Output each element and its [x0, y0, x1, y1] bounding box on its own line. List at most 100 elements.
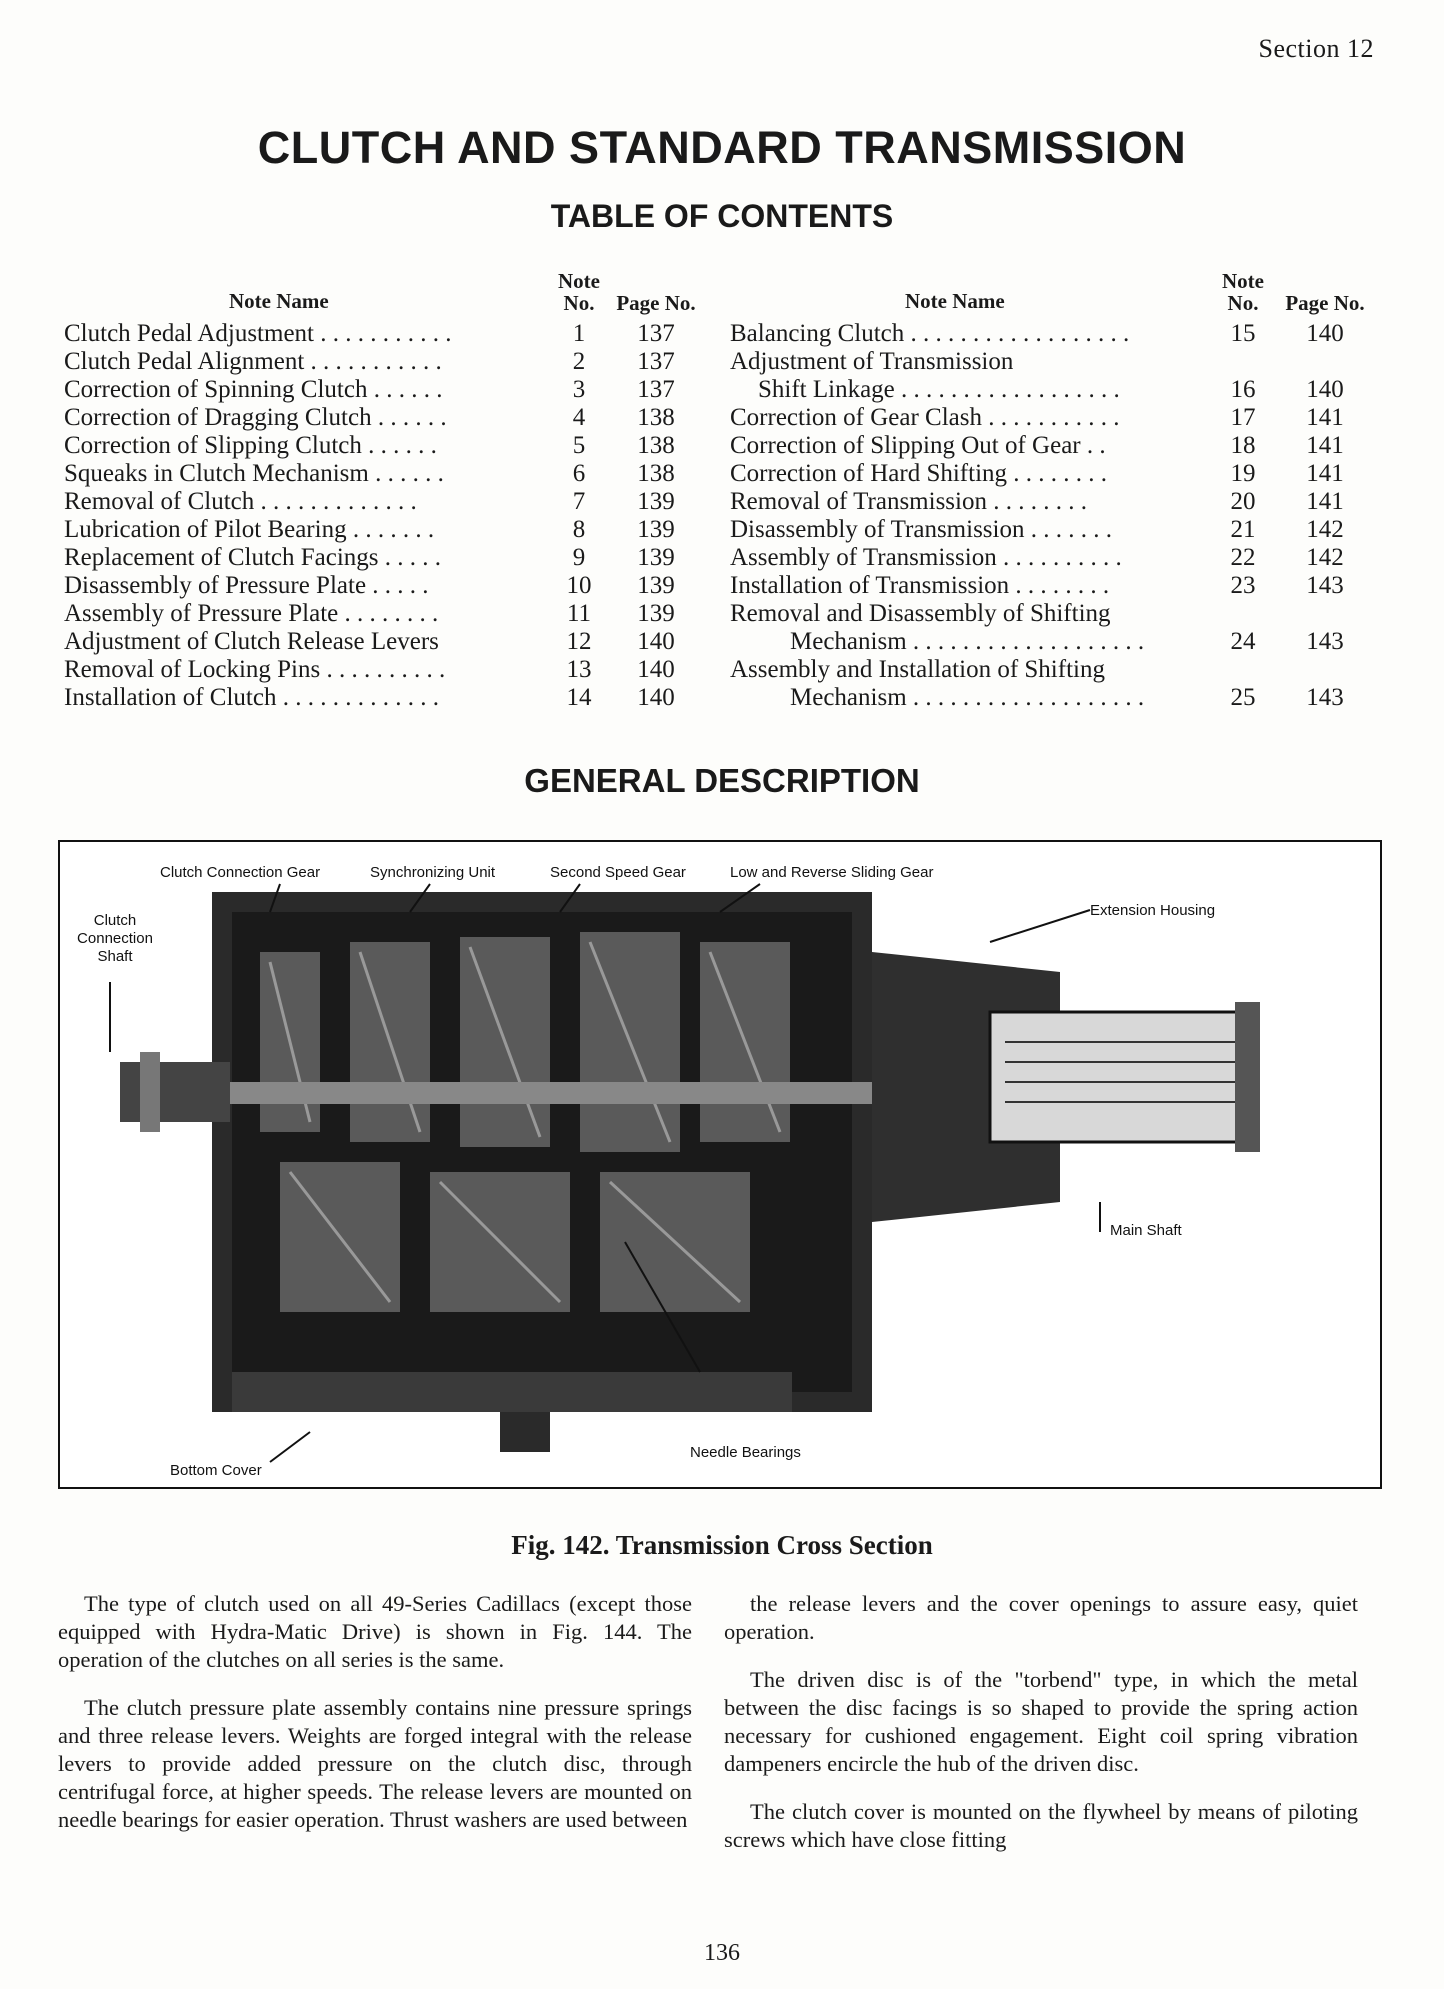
- toc-entry-note-number: 20: [1230, 488, 1256, 515]
- toc-entry-name: Adjustment of Transmission: [730, 348, 1014, 375]
- body-paragraph: The type of clutch used on all 49-Series…: [58, 1591, 692, 1672]
- toc-entry-note-number: 9: [572, 544, 586, 571]
- toc-entry-page-number: 137: [637, 376, 675, 403]
- toc-entry: Disassembly of Pressure Plate . . . . . 1…: [64, 572, 704, 600]
- toc-entry-page-number: 137: [637, 320, 675, 347]
- toc-entry-name: Clutch Pedal Adjustment . . . . . . . . …: [64, 320, 452, 347]
- label-low-reverse-gear: Low and Reverse Sliding Gear: [730, 864, 934, 881]
- toc-entry-name: Lubrication of Pilot Bearing . . . . . .…: [64, 516, 435, 543]
- toc-entry-note-number: 4: [572, 404, 586, 431]
- toc-entry: Assembly and Installation of Shifting: [730, 656, 1370, 684]
- toc-entry-note-number: 25: [1230, 684, 1256, 711]
- toc-entry-note-number: 23: [1230, 572, 1256, 599]
- toc-entry-page-number: 140: [637, 656, 675, 683]
- toc-entry-page-number: 141: [1306, 404, 1344, 431]
- toc-entry: Correction of Gear Clash . . . . . . . .…: [730, 404, 1370, 432]
- toc-header-name: Note Name: [229, 289, 329, 313]
- toc-entry-page-number: 139: [637, 600, 675, 627]
- label-bottom-cover: Bottom Cover: [170, 1462, 262, 1479]
- label-second-speed-gear: Second Speed Gear: [550, 864, 686, 881]
- toc-entry-page-number: 141: [1306, 432, 1344, 459]
- toc-entry-note-number: 19: [1230, 460, 1256, 487]
- toc-entry-note-number: 7: [572, 488, 586, 515]
- label-main-shaft: Main Shaft: [1110, 1222, 1182, 1239]
- toc-entry-page-number: 138: [637, 460, 675, 487]
- label-needle-bearings: Needle Bearings: [690, 1444, 801, 1461]
- toc-entry-name: Correction of Hard Shifting . . . . . . …: [730, 460, 1108, 487]
- toc-entry-note-number: 5: [572, 432, 586, 459]
- label-extension-housing: Extension Housing: [1090, 902, 1216, 919]
- toc-header: Note Name Note No. Page No.: [730, 262, 1370, 320]
- body-paragraph: The driven disc is of the "torbend" type…: [724, 1667, 1358, 1776]
- toc-entry-note-number: 1: [572, 320, 586, 347]
- figure-caption: Fig. 142. Transmission Cross Section: [511, 1530, 933, 1560]
- toc-entry: Mechanism . . . . . . . . . . . . . . . …: [730, 684, 1370, 712]
- toc-entry: Removal of Clutch . . . . . . . . . . . …: [64, 488, 704, 516]
- toc-entry-name: Clutch Pedal Alignment . . . . . . . . .…: [64, 348, 442, 375]
- toc-header-page: Page No.: [616, 291, 696, 315]
- toc-entry: Removal of Transmission . . . . . . . . 2…: [730, 488, 1370, 516]
- label-clutch-connection-shaft: Clutch Connection Shaft: [77, 912, 153, 965]
- toc-entry-name: Assembly of Transmission . . . . . . . .…: [730, 544, 1122, 571]
- toc-entry: Balancing Clutch . . . . . . . . . . . .…: [730, 320, 1370, 348]
- toc-entry-note-number: 3: [572, 376, 586, 403]
- toc-entry-note-number: 6: [572, 460, 586, 487]
- toc-header-name: Note Name: [905, 289, 1005, 313]
- toc-entry-note-number: 8: [572, 516, 586, 543]
- toc-entry-note-number: 16: [1230, 376, 1256, 403]
- toc-entry: Clutch Pedal Adjustment . . . . . . . . …: [64, 320, 704, 348]
- toc-entry-name: Squeaks in Clutch Mechanism . . . . . .: [64, 460, 444, 487]
- toc-entry: Correction of Slipping Out of Gear . .18…: [730, 432, 1370, 460]
- toc-entry-note-number: 14: [566, 684, 592, 711]
- toc-entry-page-number: 141: [1306, 460, 1344, 487]
- toc-entry-note-number: 13: [566, 656, 592, 683]
- toc-entry-note-number: 24: [1230, 628, 1256, 655]
- body-paragraph: The clutch cover is mounted on the flywh…: [724, 1799, 1358, 1852]
- toc-entry-page-number: 143: [1306, 628, 1344, 655]
- toc-entry-name: Removal of Transmission . . . . . . . .: [730, 488, 1087, 515]
- toc-entry-page-number: 141: [1306, 488, 1344, 515]
- toc-entry-name: Removal of Locking Pins . . . . . . . . …: [64, 656, 446, 683]
- toc-entry-name: Correction of Gear Clash . . . . . . . .…: [730, 404, 1120, 431]
- toc-header-note: Note No.: [1222, 269, 1264, 315]
- toc-entry-note-number: 10: [566, 572, 592, 599]
- toc-entry-note-number: 12: [566, 628, 592, 655]
- toc-entry-name: Assembly and Installation of Shifting: [730, 656, 1105, 683]
- body-paragraph: The clutch pressure plate assembly conta…: [58, 1695, 692, 1832]
- toc-entry-name: Disassembly of Pressure Plate . . . . .: [64, 572, 429, 599]
- toc-entry: Adjustment of Transmission: [730, 348, 1370, 376]
- page-number: 136: [704, 1940, 740, 1966]
- toc-entry-name: Replacement of Clutch Facings . . . . .: [64, 544, 442, 571]
- toc-header-note: Note No.: [558, 269, 600, 315]
- toc-entry-page-number: 139: [637, 544, 675, 571]
- toc-entry-name: Installation of Transmission . . . . . .…: [730, 572, 1110, 599]
- general-description-title: GENERAL DESCRIPTION: [524, 762, 920, 799]
- label-synchronizing-unit: Synchronizing Unit: [370, 864, 496, 881]
- toc-entry: Correction of Slipping Clutch . . . . . …: [64, 432, 704, 460]
- toc-entry-name: Correction of Slipping Clutch . . . . . …: [64, 432, 437, 459]
- toc-entry-page-number: 142: [1306, 516, 1344, 543]
- transmission-cross-section-illustration: [109, 883, 1260, 1463]
- toc-entry-note-number: 21: [1230, 516, 1256, 543]
- toc-entry-name: Disassembly of Transmission . . . . . . …: [730, 516, 1112, 543]
- toc-entry-page-number: 138: [637, 432, 675, 459]
- toc-entry-page-number: 140: [1306, 320, 1344, 347]
- toc-entry-name: Assembly of Pressure Plate . . . . . . .…: [64, 600, 439, 627]
- toc-entry: Correction of Dragging Clutch . . . . . …: [64, 404, 704, 432]
- toc-entry: Installation of Clutch . . . . . . . . .…: [64, 684, 704, 712]
- toc-entry: Correction of Hard Shifting . . . . . . …: [730, 460, 1370, 488]
- toc-entry-name: Shift Linkage . . . . . . . . . . . . . …: [758, 376, 1120, 403]
- toc-entry: Clutch Pedal Alignment . . . . . . . . .…: [64, 348, 704, 376]
- body-paragraph: the release levers and the cover opening…: [724, 1591, 1358, 1644]
- toc-entry-name: Correction of Dragging Clutch . . . . . …: [64, 404, 447, 431]
- toc-entry: Disassembly of Transmission . . . . . . …: [730, 516, 1370, 544]
- toc-entry: Removal and Disassembly of Shifting: [730, 600, 1370, 628]
- toc-entry-name: Correction of Spinning Clutch . . . . . …: [64, 376, 443, 403]
- toc-entry-name: Correction of Slipping Out of Gear . .: [730, 432, 1106, 459]
- toc-entry-note-number: 11: [566, 600, 592, 627]
- label-clutch-connection-gear: Clutch Connection Gear: [160, 864, 321, 881]
- toc-entry: Squeaks in Clutch Mechanism . . . . . . 6…: [64, 460, 704, 488]
- toc-entry-name: Mechanism . . . . . . . . . . . . . . . …: [790, 628, 1145, 655]
- toc-entry-page-number: 137: [637, 348, 675, 375]
